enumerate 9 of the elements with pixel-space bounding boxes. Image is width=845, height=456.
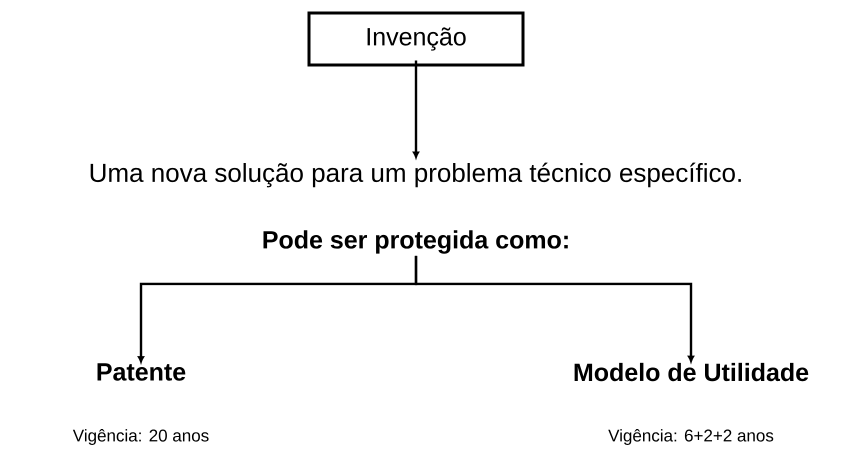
arrow [414,256,694,362]
heading-text: Patente [98,363,186,381]
title-box: Invenção [308,12,524,66]
arrow [412,60,420,158]
duration-text: Vigência: 20 anos [72,429,209,445]
heading-text: Modelo de Utilidade [574,362,808,382]
description-text: Uma nova solução para um problema técnico específico. [90,162,741,188]
duration-text: Vigência: 6+2+2 anos [608,429,774,445]
heading-text: Pode ser protegida como: [264,230,568,254]
